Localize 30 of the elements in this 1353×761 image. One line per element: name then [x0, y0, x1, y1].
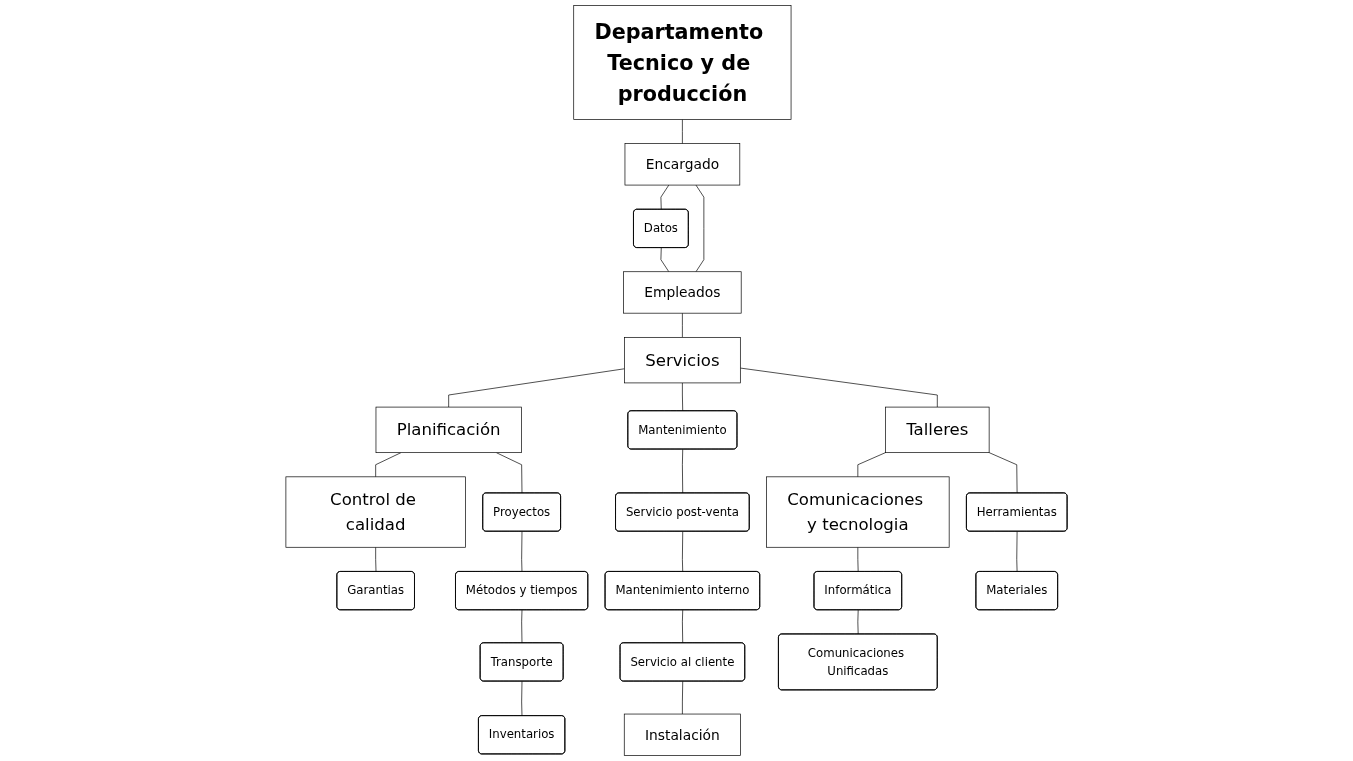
node-box: Servicios	[624, 337, 741, 384]
connector	[682, 382, 684, 412]
node-box: Empleados	[623, 271, 742, 314]
node-box: Talleres	[885, 406, 990, 453]
connector	[682, 531, 684, 573]
node-box: Planificación	[375, 406, 522, 453]
connector	[660, 247, 670, 273]
node-box: Instalación	[623, 713, 741, 756]
connector	[682, 119, 683, 144]
connector	[682, 449, 684, 494]
node-box: Control de calidad	[285, 476, 466, 548]
connector	[857, 609, 859, 635]
connector	[857, 546, 859, 573]
connector	[1016, 531, 1018, 573]
connector	[375, 546, 377, 573]
connector	[521, 531, 523, 573]
connector	[521, 609, 523, 644]
node-box: Comunicaciones y tecnologia	[766, 476, 950, 548]
connector	[448, 368, 625, 408]
connector	[521, 681, 523, 717]
connector	[682, 312, 683, 338]
connector	[740, 367, 938, 408]
connector	[857, 452, 886, 478]
connector	[682, 609, 684, 644]
node-box: Encargado	[624, 143, 741, 186]
connector	[695, 184, 705, 273]
connector	[660, 184, 670, 210]
node-box: Departamento Tecnico y de producción	[573, 5, 792, 120]
connector	[375, 452, 402, 478]
connector	[682, 681, 684, 715]
